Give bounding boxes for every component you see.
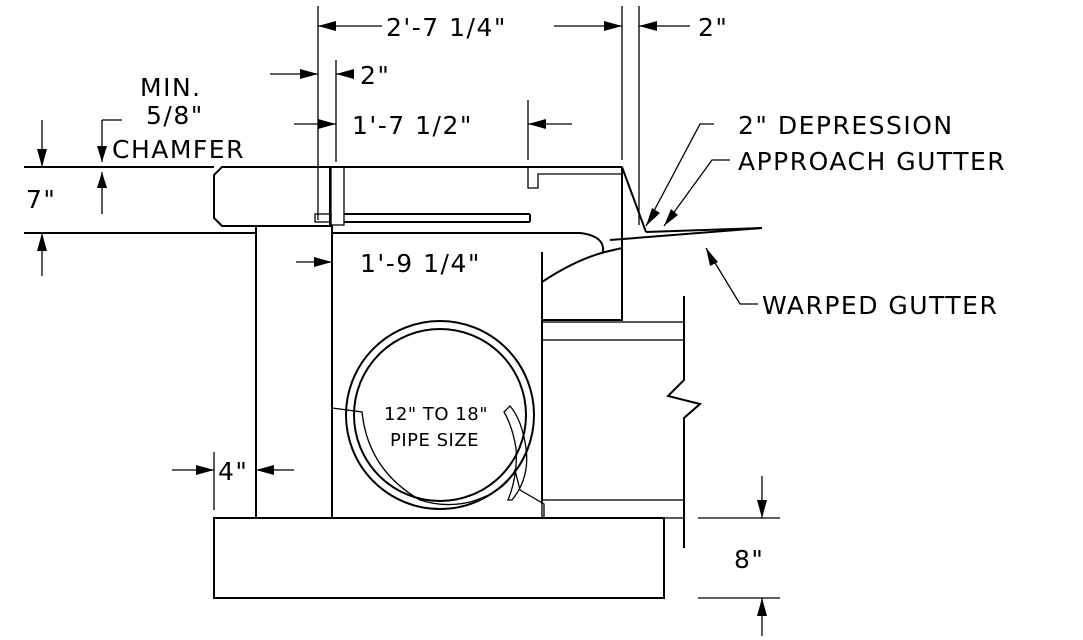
dim-inside-width-label: 1'-9 1/4": [360, 249, 481, 278]
right-wall: [541, 246, 703, 548]
pipe-inner: [353, 328, 527, 502]
approach-gutter-label: APPROACH GUTTER: [738, 147, 1006, 176]
footing-slab: [213, 517, 665, 599]
dim-curb-height-label: 7": [26, 185, 56, 214]
concrete-structure: [213, 166, 665, 599]
dim-footing-thickness-label: 8": [734, 545, 764, 574]
dim-top-offset-label: 2": [360, 61, 390, 90]
dim-wall-thickness-label: 4": [218, 457, 248, 486]
chamfer-label-line2: 5/8": [146, 101, 204, 130]
warped-gutter-label: WARPED GUTTER: [762, 291, 998, 320]
dimension-lines: [37, 6, 780, 636]
chamfer-label-line1: MIN.: [140, 73, 202, 102]
pipe-label-line1: 12" TO 18": [384, 404, 488, 425]
dim-overall-width-label: 2'-7 1/4": [386, 13, 507, 42]
dim-grate-width-label: 1'-7 1/2": [352, 111, 473, 140]
grate-frame: [314, 166, 623, 226]
gutter-outline: [24, 166, 763, 320]
left-wall: [255, 225, 333, 519]
inlet-pipe: [331, 320, 545, 519]
depression-label: 2" DEPRESSION: [738, 111, 954, 140]
pipe-outer: [345, 320, 535, 510]
chamfer-label-line3: CHAMFER: [112, 135, 245, 164]
dim-right-offset-label: 2": [698, 13, 728, 42]
curb-top-slab: [213, 166, 331, 227]
pipe-label-line2: PIPE SIZE: [390, 430, 479, 451]
